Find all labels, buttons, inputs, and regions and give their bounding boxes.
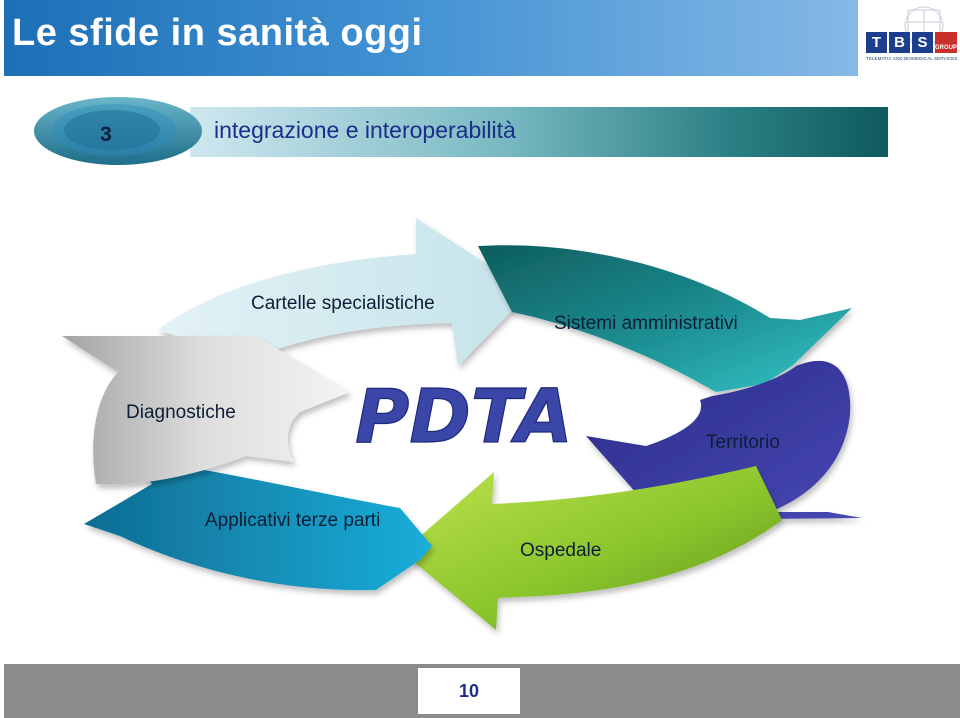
pdta-center-label: PDTA <box>355 374 573 460</box>
logo-letter-t: T <box>866 32 887 53</box>
section-number: 3 <box>100 123 112 146</box>
section-number-badge <box>34 97 202 165</box>
section-bar <box>190 107 888 157</box>
title-bar <box>4 0 858 76</box>
page-number: 10 <box>418 668 520 714</box>
logo-group-badge: GROUP <box>935 32 957 53</box>
label-ospedale: Ospedale <box>520 540 602 561</box>
logo-letter-b: B <box>889 32 910 53</box>
arrow-applicativi-terze-parti <box>84 460 432 591</box>
label-cartelle-specialistiche: Cartelle specialistiche <box>251 293 435 314</box>
tbs-logo: T B S GROUP TELEMATIC AND BIOMEDICAL SER… <box>862 4 958 74</box>
label-diagnostiche: Diagnostiche <box>126 402 236 423</box>
arrow-sistemi-amministrativi <box>478 245 852 392</box>
arrow-diagnostiche <box>62 336 350 485</box>
arrow-ospedale <box>402 466 782 630</box>
label-sistemi-amministrativi: Sistemi amministrativi <box>554 313 738 334</box>
logo-letter-s: S <box>912 32 933 53</box>
label-territorio: Territorio <box>706 432 780 453</box>
section-label: integrazione e interoperabilità <box>214 117 516 143</box>
arrow-cartelle-specialistiche <box>158 218 530 366</box>
slide-title: Le sfide in sanità oggi <box>12 12 423 54</box>
label-applicativi-terze-parti: Applicativi terze parti <box>205 510 381 531</box>
logo-tagline: TELEMATIC AND BIOMEDICAL SERVICES <box>866 56 958 61</box>
arrow-territorio <box>586 360 862 520</box>
